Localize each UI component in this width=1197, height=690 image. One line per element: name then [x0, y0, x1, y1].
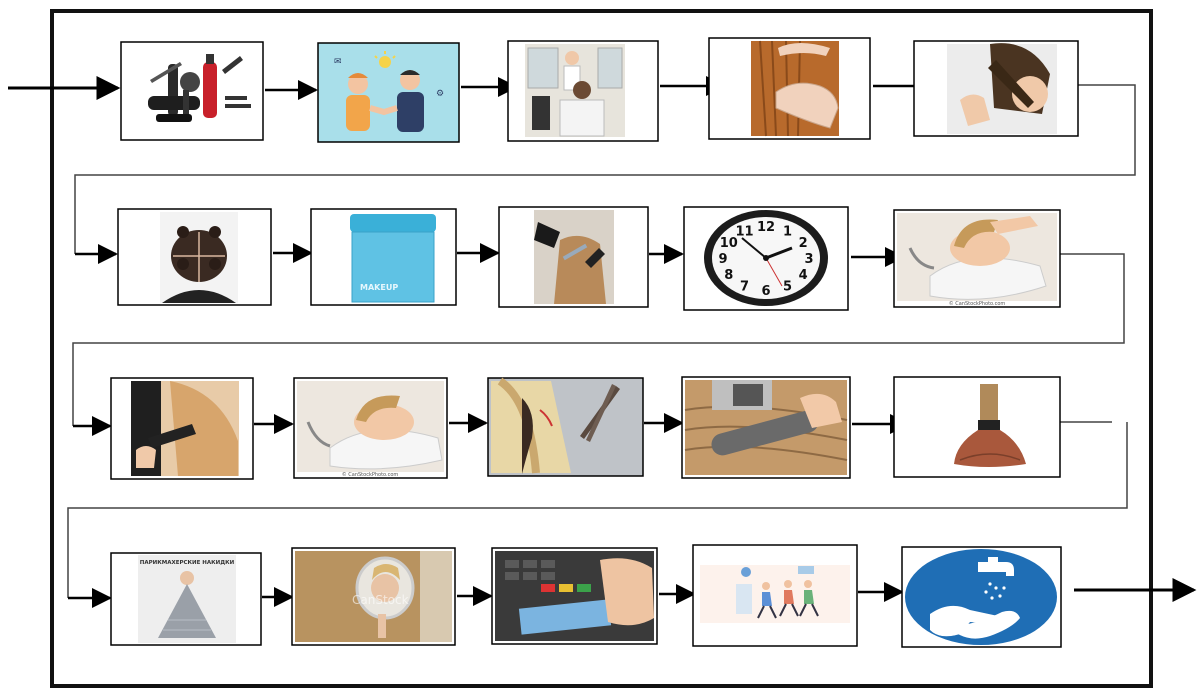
row-connector-4: [67, 422, 1128, 598]
svg-text:✉: ✉: [334, 57, 342, 67]
svg-text:⚙: ⚙: [436, 89, 444, 99]
tint-brush-application-icon: [110, 377, 254, 480]
row-connector-1: [74, 84, 1136, 254]
hair-sectioning-icon: [117, 208, 272, 306]
hair-examination-icon: [708, 37, 871, 140]
hair-rinse-basin-icon: © CanStockPhoto.com: [293, 377, 448, 479]
clock-numeral: 2: [799, 236, 808, 251]
clock-numeral: 12: [757, 220, 775, 235]
stock-caption: © CanStockPhoto.com: [949, 300, 1006, 307]
salon-client-seated-icon: [507, 40, 659, 142]
clock-numeral: 11: [735, 224, 753, 239]
hair-trim-scissors-icon: [487, 377, 644, 477]
color-application-gloves-icon: [498, 206, 649, 308]
clock-numeral: 7: [740, 280, 749, 295]
hair-tools-icon: [120, 41, 264, 141]
hand-washing-sign-icon: [901, 546, 1062, 648]
stock-caption: © CanStockPhoto.com: [342, 471, 399, 478]
card-payment-terminal-icon: [491, 547, 658, 645]
step-arrows: [68, 76, 934, 608]
hand-mirror-check-icon: CanStock: [291, 547, 456, 646]
clock-numeral: 3: [804, 252, 813, 267]
blow-dry-round-brush-icon: [681, 376, 851, 479]
client-exit-walking-icon: [692, 544, 858, 647]
hair-wash-basin-icon: © CanStockPhoto.com: [893, 209, 1061, 308]
clock-numeral: 5: [783, 280, 792, 295]
handshake-consultation-icon: ✉ ⚙: [317, 42, 460, 143]
neck-duster-brush-icon: [893, 376, 1061, 478]
row-connector-2: [72, 253, 1125, 426]
outer-frame: [50, 9, 1153, 688]
clock-numeral: 1: [783, 224, 792, 239]
clock-numeral: 8: [724, 268, 733, 283]
stock-watermark: CanStock: [352, 593, 409, 607]
clock-numeral: 9: [718, 252, 727, 267]
jar-label: MAKEUP: [360, 283, 398, 292]
salon-cape-icon: ПАРИКМАХЕРСКИЕ НАКИДКИ: [110, 552, 262, 646]
clock-numeral: 4: [799, 268, 808, 283]
hair-strand-check-icon: [913, 40, 1079, 137]
clock-numeral: 10: [720, 236, 738, 251]
clock-numeral: 6: [761, 284, 770, 299]
cape-caption: ПАРИКМАХЕРСКИЕ НАКИДКИ: [140, 560, 235, 566]
color-product-jar-icon: MAKEUP: [310, 208, 457, 306]
